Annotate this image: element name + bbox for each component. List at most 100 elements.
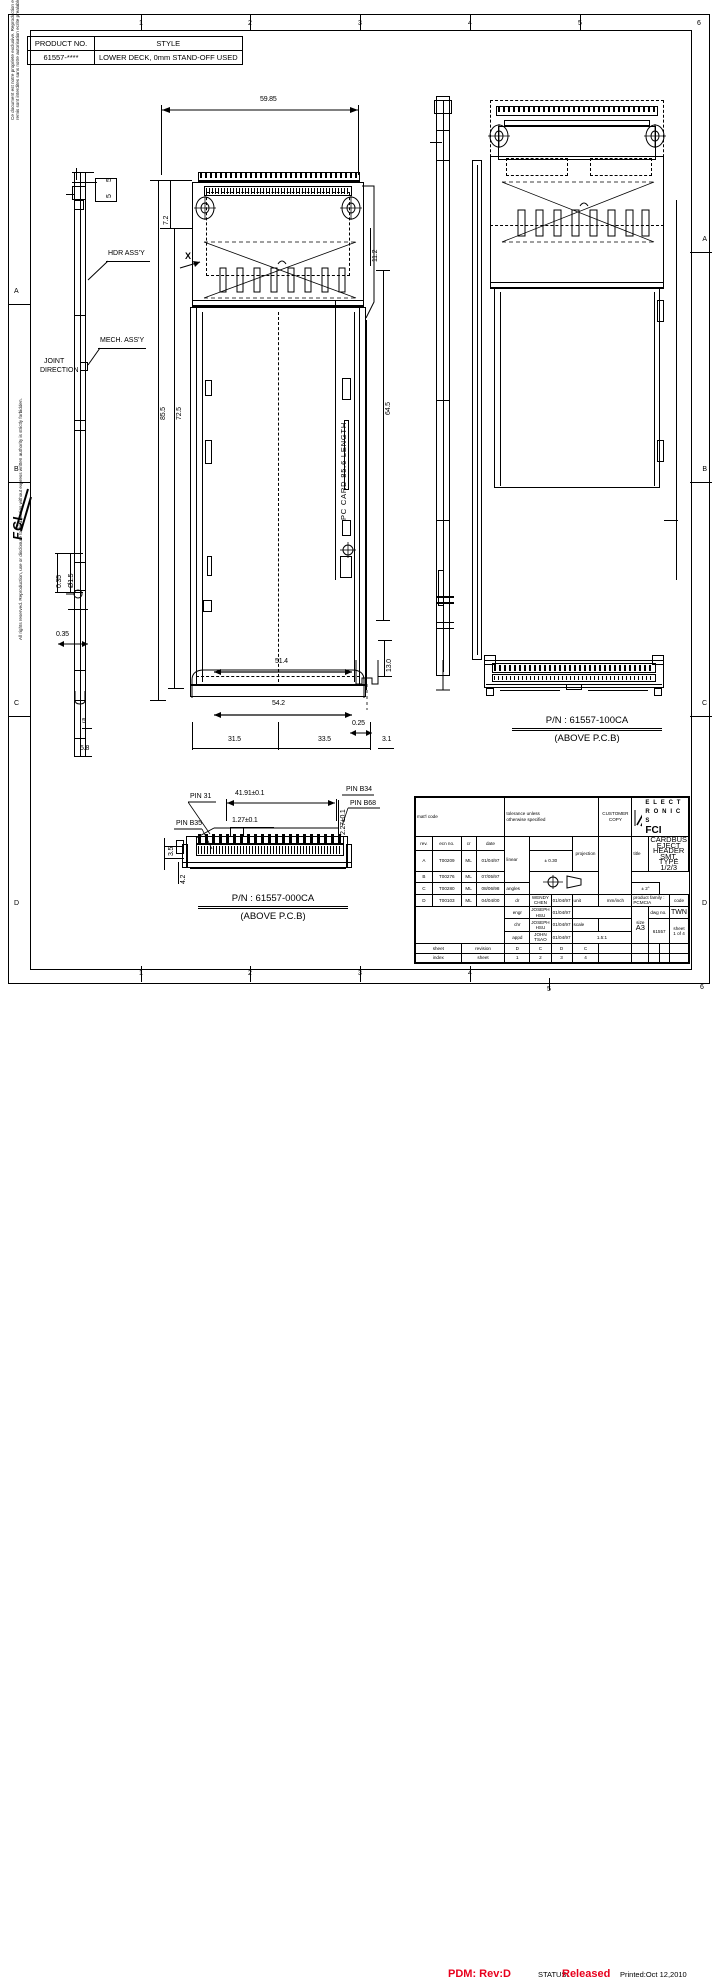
zone-mark-right-d: D [701, 900, 707, 907]
brand-electronics: E L E C T R O N I C S [645, 799, 682, 824]
sheet-cell: sheet 1 of 4 [669, 918, 689, 945]
pdm-revision: PDM: Rev:D [448, 1968, 511, 1980]
zone-mark-bottom-6: 6 [700, 984, 704, 991]
dim-side-5b: 5 [106, 194, 113, 198]
approval-3-name: JOHN TSAO [529, 930, 552, 945]
index-7 [658, 952, 671, 964]
dim-54-2: 54.2 [272, 700, 285, 707]
label-pin-b68: PIN B68 [350, 800, 377, 807]
rev-row-1-ecn: T00276 [431, 870, 462, 884]
product-info-table: PRODUCT NO. STYLE 61557-**** LOWER DECK,… [27, 36, 243, 65]
approval-3-date: 01/04/97 [550, 930, 573, 945]
dim-31-5: 31.5 [228, 736, 241, 743]
sheet-rev-3: C [571, 943, 600, 954]
matl-code-header: mat'l code [414, 797, 506, 837]
rev-row-0-ecn: T00209 [431, 850, 462, 872]
sheet-strip-label: sheet [415, 943, 462, 954]
zone-mark-right-c: C [701, 700, 707, 707]
part-number-000ca: P/N : 61557-000CA [198, 892, 348, 907]
index-5 [631, 952, 650, 964]
dim-72-5: 72.5 [176, 407, 183, 420]
part-number-100ca: P/N : 61557-100CA [512, 714, 662, 729]
linear-label: linear [504, 835, 531, 884]
rev-row-0-rev: A [415, 850, 433, 872]
dim-51-4: 51.4 [275, 658, 288, 665]
linear-value: ± 0.30 [529, 850, 573, 872]
part-number-100ca-note: (ABOVE P.C.B) [512, 730, 662, 745]
fci-logo-icon [634, 809, 643, 827]
rev-row-1-rev: B [415, 870, 433, 884]
zone-mark-top-4: 4 [468, 20, 472, 27]
sheet-rev-6 [648, 943, 660, 954]
approval-1-name: JOSEPH HSU [529, 906, 552, 920]
dim-3-1: 3.1 [382, 736, 392, 743]
rev-header-ecn: ecn no. [431, 835, 462, 852]
index-1: 2 [529, 952, 552, 964]
rev-header-rev: rev. [415, 835, 433, 852]
zone-mark-bottom-1: 1 [139, 970, 143, 977]
dim-overall-width: 59.85 [260, 96, 277, 103]
brand-fci: FCI [645, 824, 662, 836]
code-label: code [669, 893, 689, 908]
dim-5-8: 5.8 [80, 745, 90, 752]
dwg-value: 61557 [648, 918, 671, 945]
angles-label: angles [504, 882, 531, 895]
approval-2-role: chr [504, 918, 531, 932]
status-value: Released [562, 1968, 611, 1980]
title-line-1: CARDBUS EJECT HEADER [650, 835, 687, 856]
zone-mark-top-3: 3 [358, 20, 362, 27]
dim-side-5: 5 [106, 178, 113, 182]
part-number-callout-100ca: P/N : 61557-100CA (ABOVE P.C.B) [512, 714, 662, 745]
dim-3-5: 3.5 [168, 846, 175, 856]
part-number-callout-000ca: P/N : 61557-000CA (ABOVE P.C.B) [198, 892, 348, 923]
sheet-rev-5 [631, 943, 650, 954]
sheet-label: sheet [673, 925, 685, 931]
dim-0-35-a: 0.35 [56, 575, 63, 588]
dwg-label: dwg no. [648, 906, 671, 920]
approval-0-date: 01/04/97 [550, 893, 573, 908]
zone-mark-top-6: 6 [697, 20, 701, 27]
product-no-value: 61557-**** [27, 50, 95, 65]
dim-41-91: 41.91±0.1 [235, 790, 265, 797]
code-value: TWN [669, 906, 689, 920]
rev-row-3-rev: D [415, 893, 433, 908]
size-cell: size A3 [631, 906, 650, 945]
projection-symbol-cell [598, 835, 633, 895]
label-hdr-assy: HDR ASS'Y [108, 250, 145, 257]
label-mech-assy: MECH. ASS'Y [100, 337, 145, 344]
sheet-rev-7 [658, 943, 671, 954]
index-strip-label: index [415, 952, 462, 964]
approval-1-date: 01/04/97 [550, 906, 573, 920]
index-2: 3 [550, 952, 573, 964]
title-line-2: SMT, TYPE 1/2/3 [658, 851, 679, 872]
fci-brand-cell: E L E C T R O N I C S FCI [631, 797, 689, 837]
label-joint-direction: DIRECTION [40, 367, 79, 374]
sheet-rev-0: D [504, 943, 531, 954]
dim-4-2: 4.2 [180, 874, 187, 884]
zone-mark-left-c: C [14, 700, 20, 707]
style-header: STYLE [94, 36, 243, 51]
approval-3-role: appd [504, 930, 531, 945]
index-8 [669, 952, 689, 964]
rev-header-date: date [475, 835, 506, 852]
zone-mark-bottom-5: 5 [547, 986, 551, 993]
projection-label: projection [571, 835, 600, 872]
zone-mark-top-1: 1 [139, 20, 143, 27]
sheet-value: 1 of 4 [673, 931, 685, 937]
customer-copy-label: CUSTOMER COPY [598, 797, 633, 837]
dim-1-27: 1.27±0.1 [232, 817, 258, 824]
approval-2-name: JOSEPH HSU [529, 918, 552, 932]
legal-text-french: Ce document est notre propriete exclusiv… [10, 0, 21, 120]
zone-mark-left-d: D [14, 900, 20, 907]
rev-row-0-cr: ML [460, 850, 477, 872]
label-pin-b34: PIN B34 [346, 786, 373, 793]
dim-64-5: 64.5 [385, 402, 392, 415]
label-joint: JOINT [44, 358, 65, 365]
matl-code-blank [414, 906, 506, 945]
rev-row-2-rev: C [415, 882, 433, 895]
dim-0-35-b: 0.35 [56, 631, 69, 638]
pdm-status-bar: PDM: Rev:D STATUS: Released Printed:Oct … [0, 982, 720, 1980]
product-family-value: PCMCIA [633, 900, 652, 906]
scale-label: scale [571, 918, 600, 932]
dim-85-5: 85.5 [160, 407, 167, 420]
